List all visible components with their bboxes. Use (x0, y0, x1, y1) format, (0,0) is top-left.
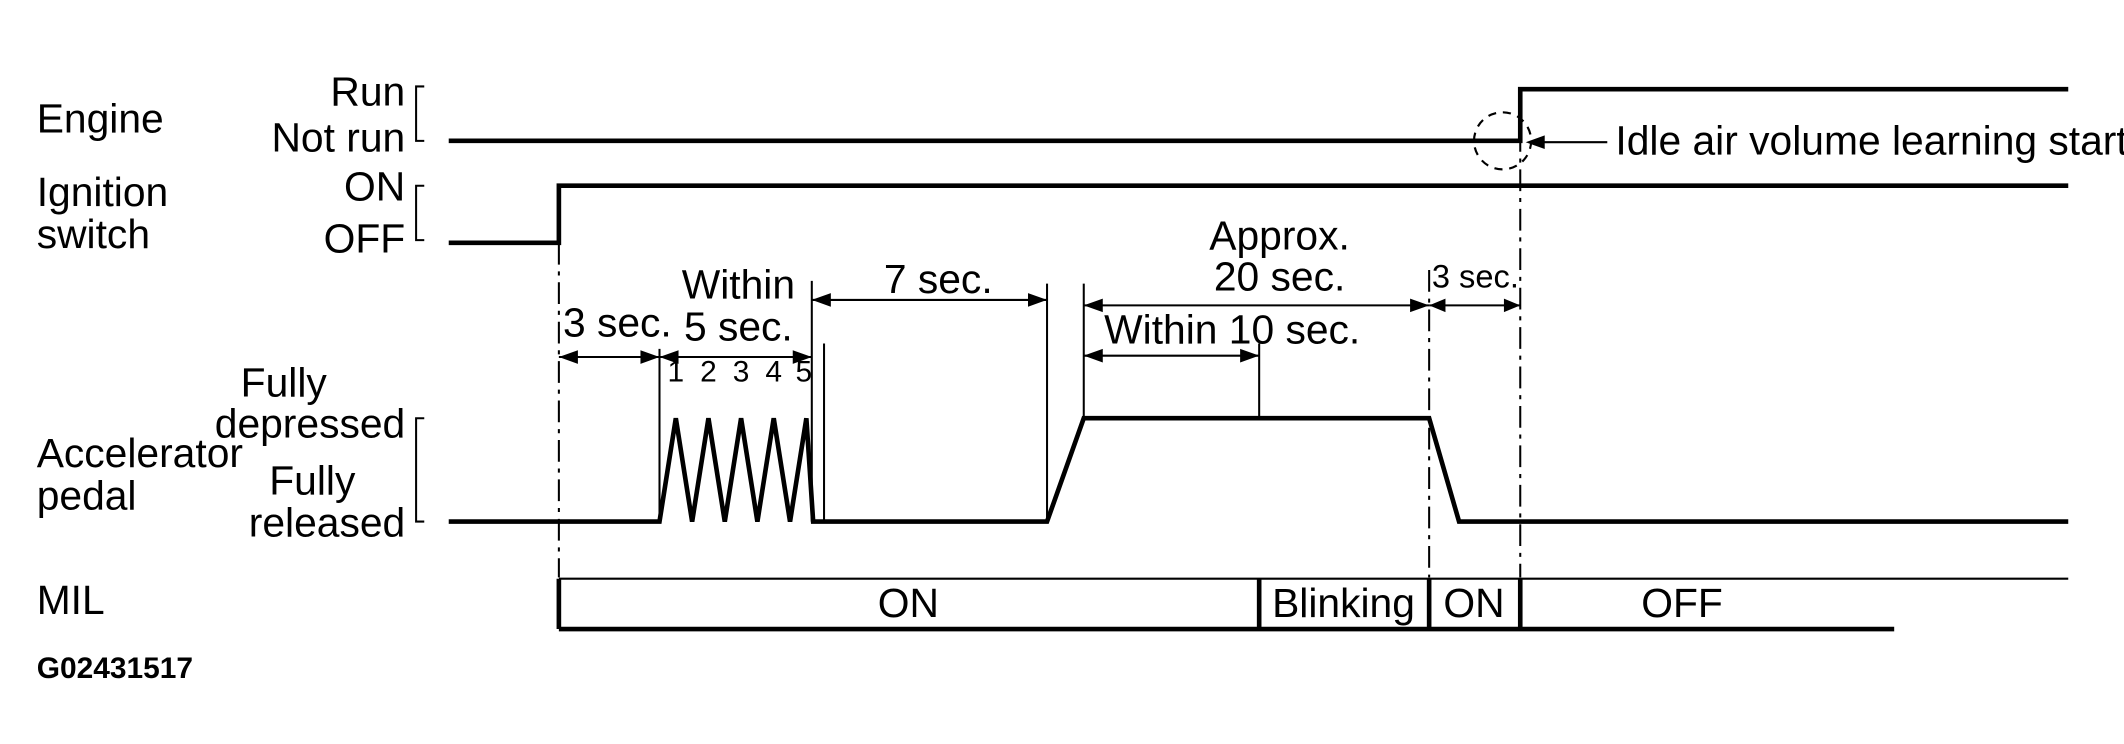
timing-approx20-label-1: Approx. (1209, 213, 1350, 259)
timing-3sec-second-label: 3 sec. (1432, 258, 1519, 295)
mil-state-on: ON (878, 580, 939, 626)
mil-state-off: OFF (1641, 580, 1723, 626)
engine-run-label: Run (330, 68, 405, 114)
pulse-number: 4 (765, 356, 782, 389)
arrowhead (1410, 298, 1430, 313)
ignition-waveform (448, 183, 2069, 246)
engine-not-run-label: Not run (271, 115, 405, 161)
ignition-off-label: OFF (324, 215, 406, 261)
arrowhead (792, 350, 812, 364)
pulse-number: 3 (733, 356, 750, 389)
engine-label: Engine (37, 96, 164, 142)
pedal-depressed-label-2: depressed (215, 400, 405, 446)
arrowhead (640, 350, 660, 364)
arrowhead (659, 350, 679, 364)
timing-3sec-first-label: 3 sec. (563, 300, 672, 346)
arrowhead (1083, 298, 1103, 313)
pedal-depressed-label-1: Fully (241, 359, 328, 405)
timing-approx20-label-2: 20 sec. (1214, 253, 1345, 299)
engine-waveform (448, 86, 2069, 144)
mil-state-blinking: Blinking (1272, 580, 1415, 626)
timing-7sec-label: 7 sec. (884, 256, 993, 302)
pedal-level-bracket (415, 417, 425, 523)
arrowhead (1240, 348, 1260, 363)
arrowhead (1429, 298, 1446, 313)
arrowhead (1028, 293, 1048, 307)
idle-air-learning-note: Idle air volume learning starts (1615, 117, 2124, 163)
pulse-number: 2 (700, 356, 717, 389)
ignition-label-2: switch (37, 211, 150, 257)
pulse-number: 1 (667, 356, 684, 389)
pedal-released-label-1: Fully (269, 457, 356, 503)
pedal-label-2: pedal (37, 472, 137, 518)
arrowhead (811, 293, 831, 307)
engine-level-bracket (415, 85, 425, 142)
mil-label: MIL (37, 577, 105, 623)
accelerator-pedal-waveform (448, 415, 2069, 524)
figure-code: G02431517 (37, 652, 193, 685)
arrowhead (1503, 298, 1521, 313)
ignition-label: Ignition (37, 169, 169, 215)
ignition-level-bracket (415, 184, 425, 242)
timing-within10-label: Within 10 sec. (1104, 306, 1360, 352)
pedal-label: Accelerator (37, 430, 243, 476)
mil-state-on-2: ON (1443, 580, 1504, 626)
arrowhead (1525, 135, 1545, 149)
pulse-number: 5 (795, 356, 812, 389)
timing-within5-label-2: 5 sec. (684, 304, 793, 350)
arrowhead (558, 350, 578, 364)
arrowhead (1083, 348, 1103, 363)
pedal-released-label-2: released (249, 500, 405, 546)
ignition-on-label: ON (344, 164, 405, 210)
timing-within5-label-1: Within (682, 262, 795, 308)
